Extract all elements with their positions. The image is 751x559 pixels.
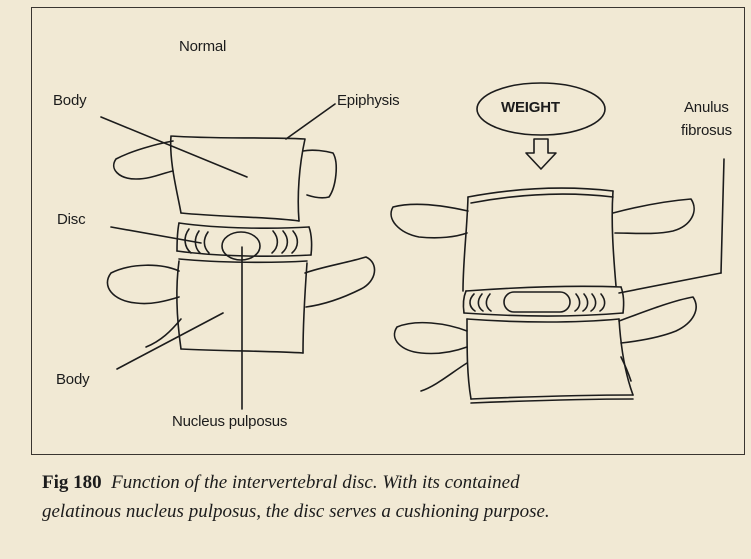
right-upper-vertebra <box>391 188 694 291</box>
leader-anulus-2 <box>619 273 721 293</box>
label-disc: Disc <box>57 211 85 228</box>
right-nucleus <box>504 292 570 312</box>
caption-line-1: Fig 180 Function of the intervertebral d… <box>42 468 747 497</box>
label-anulus-line2: fibrosus <box>681 122 732 139</box>
caption-text-2: gelatinous nucleus pulposus, the disc se… <box>42 501 550 522</box>
caption-line-2: gelatinous nucleus pulposus, the disc se… <box>42 497 747 526</box>
label-anulus-line1: Anulus <box>684 99 729 116</box>
left-lower-vertebra <box>107 257 374 353</box>
figure-number: Fig 180 <box>42 472 102 493</box>
spine-diagram <box>32 8 745 455</box>
leader-body-top <box>101 117 247 177</box>
right-lower-vertebra <box>394 297 696 403</box>
left-upper-vertebra <box>114 136 336 221</box>
leader-epiphysis <box>286 104 335 139</box>
label-normal: Normal <box>179 38 226 55</box>
label-epiphysis: Epiphysis <box>337 92 399 109</box>
label-body-bottom: Body <box>56 371 89 388</box>
leader-disc <box>111 227 201 243</box>
label-weight: WEIGHT <box>501 99 560 116</box>
caption-text-1: Function of the intervertebral disc. Wit… <box>111 472 519 493</box>
label-body-top: Body <box>53 92 86 109</box>
figure-caption: Fig 180 Function of the intervertebral d… <box>42 468 747 526</box>
label-nucleus: Nucleus pulposus <box>172 413 287 430</box>
leader-body-bottom <box>117 313 223 369</box>
left-disc <box>177 223 312 256</box>
leader-anulus <box>721 159 724 273</box>
figure-frame: Normal Body Epiphysis WEIGHT Anulus fibr… <box>31 7 745 455</box>
weight-arrow <box>526 139 556 169</box>
